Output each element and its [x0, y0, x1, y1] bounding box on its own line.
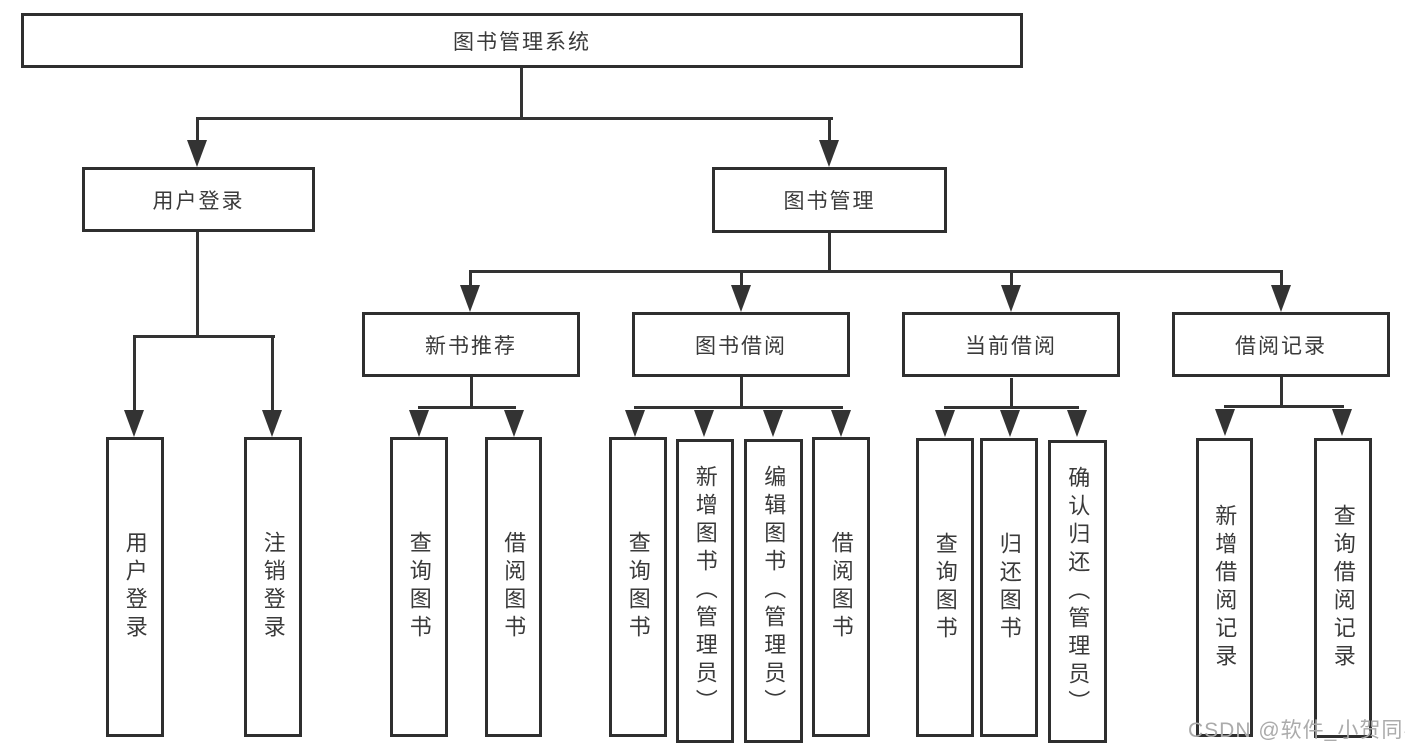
leaf-add-borrow-record: 新增借阅记录 [1196, 438, 1253, 737]
connector-line [634, 406, 843, 409]
node-book-management: 图书管理 [712, 167, 947, 233]
arrowhead-down-icon [409, 410, 429, 437]
arrowhead-down-icon [1001, 285, 1021, 312]
node-user-login: 用户登录 [82, 167, 315, 232]
connector-line [133, 335, 136, 414]
watermark: CSDN @软件_小贺同学 [1188, 719, 1405, 742]
connector-line [196, 232, 199, 338]
leaf-edit-books-admin: 编辑图书（管理员） [744, 439, 803, 743]
connector-line [1280, 377, 1283, 408]
connector-line [1010, 270, 1013, 288]
arrowhead-down-icon [819, 140, 839, 167]
connector-line [1010, 378, 1013, 408]
connector-line [196, 117, 833, 120]
arrowhead-down-icon [187, 140, 207, 167]
arrowhead-down-icon [1000, 410, 1020, 437]
leaf-borrow-books-newrec: 借阅图书 [485, 437, 542, 737]
arrowhead-down-icon [763, 410, 783, 437]
arrowhead-down-icon [694, 410, 714, 437]
arrowhead-down-icon [1271, 285, 1291, 312]
node-root: 图书管理系统 [21, 13, 1023, 68]
connector-line [828, 117, 831, 145]
connector-line [196, 117, 199, 145]
connector-line [470, 377, 473, 408]
arrowhead-down-icon [1215, 409, 1235, 436]
leaf-confirm-return-admin: 确认归还（管理员） [1048, 440, 1107, 743]
connector-line [133, 335, 275, 338]
leaf-logout: 注销登录 [244, 437, 302, 737]
arrowhead-down-icon [262, 410, 282, 437]
arrowhead-down-icon [831, 410, 851, 437]
arrowhead-down-icon [1067, 410, 1087, 437]
node-new-book-recommend: 新书推荐 [362, 312, 580, 377]
leaf-query-books-borrow: 查询图书 [609, 437, 667, 737]
arrowhead-down-icon [1332, 409, 1352, 436]
connector-line [520, 68, 523, 120]
leaf-borrow-books: 借阅图书 [812, 437, 870, 737]
node-current-borrow: 当前借阅 [902, 312, 1120, 377]
leaf-query-borrow-record: 查询借阅记录 [1314, 438, 1372, 738]
leaf-user-login: 用户登录 [106, 437, 164, 737]
arrowhead-down-icon [124, 410, 144, 437]
leaf-query-books-current: 查询图书 [916, 438, 974, 737]
arrowhead-down-icon [935, 410, 955, 437]
node-borrow-records: 借阅记录 [1172, 312, 1390, 377]
leaf-return-books: 归还图书 [980, 438, 1038, 737]
connector-line [418, 406, 516, 409]
arrowhead-down-icon [731, 285, 751, 312]
connector-line [1224, 405, 1344, 408]
connector-line [271, 335, 274, 414]
connector-line [469, 270, 472, 288]
connector-line [740, 377, 743, 408]
arrowhead-down-icon [460, 285, 480, 312]
connector-line [828, 233, 831, 273]
connector-line [469, 270, 1283, 273]
leaf-query-books-newrec: 查询图书 [390, 437, 448, 737]
node-book-borrow: 图书借阅 [632, 312, 850, 377]
leaf-add-books-admin: 新增图书（管理员） [676, 439, 734, 743]
connector-line [740, 270, 743, 288]
arrowhead-down-icon [625, 410, 645, 437]
arrowhead-down-icon [504, 410, 524, 437]
connector-line [944, 406, 1079, 409]
connector-line [1280, 270, 1283, 288]
